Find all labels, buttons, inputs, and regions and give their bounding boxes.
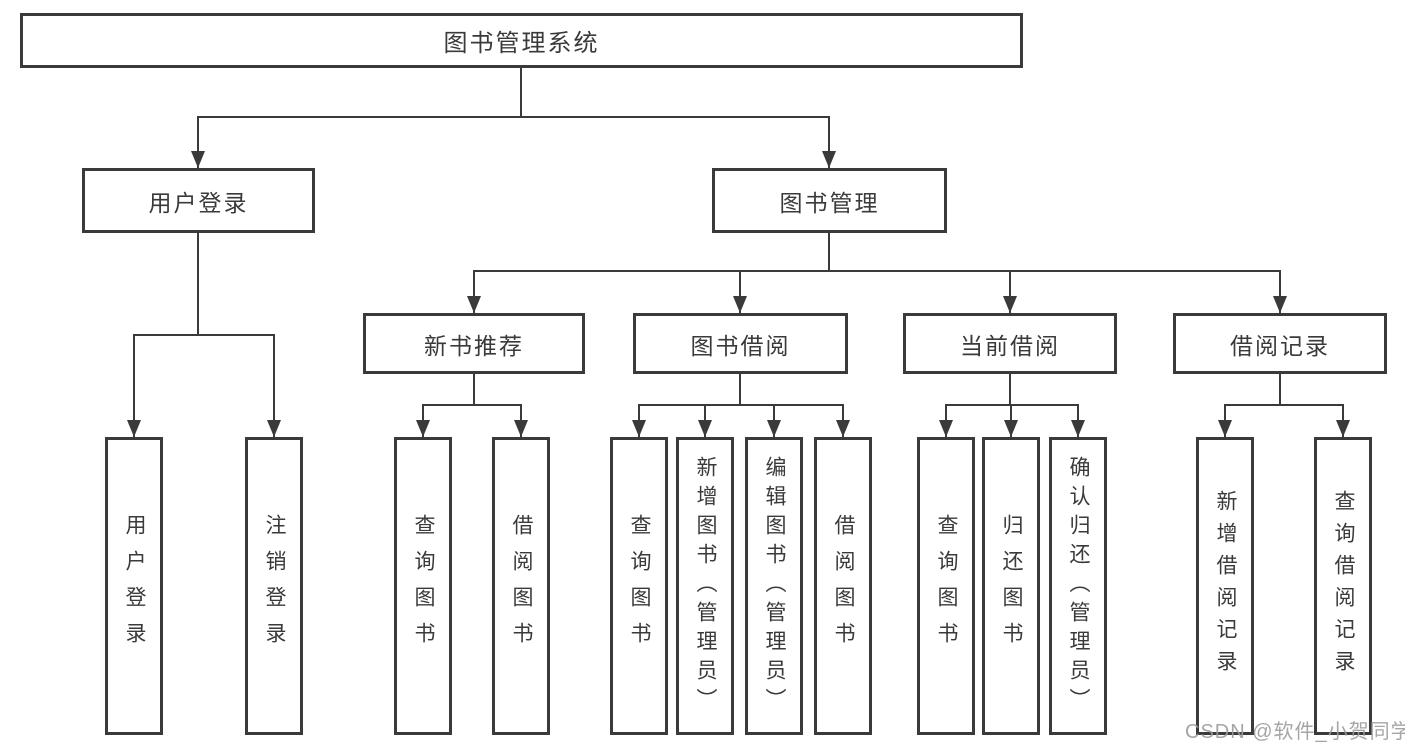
leaf-cb-query-books: 查询图书 [917,437,975,735]
leaf-logout: 注销登录 [245,437,303,735]
leaf-nb-query-books: 查询图书 [394,437,452,735]
connector-line [133,334,275,336]
arrow-down-icon [467,296,481,313]
node-user-login: 用户登录 [82,168,315,233]
connector-line [945,404,1079,406]
leaf-bb-add-books-admin: 新增图书（管理员） [676,437,734,735]
watermark: CSDN @软件_小贺同学 [1185,721,1405,743]
arrow-down-icon [767,420,781,437]
arrow-down-icon [1004,420,1018,437]
node-new-book-rec: 新书推荐 [363,313,585,374]
arrow-down-icon [939,420,953,437]
connector-line [828,233,830,271]
leaf-bb-query-books: 查询图书 [610,437,668,735]
arrow-down-icon [191,151,205,168]
connector-line [520,68,522,117]
connector-line [739,271,741,313]
arrow-down-icon [1003,296,1017,313]
leaf-user-login: 用户登录 [105,437,163,735]
leaf-nb-borrow-books: 借阅图书 [492,437,550,735]
connector-line [197,233,199,335]
connector-line [422,404,522,406]
connector-line [1279,374,1281,405]
leaf-br-query-record: 查询借阅记录 [1314,437,1372,735]
node-book-mgmt: 图书管理 [712,168,947,233]
arrow-down-icon [1273,296,1287,313]
leaf-cb-return-books: 归还图书 [982,437,1040,735]
node-book-borrow: 图书借阅 [633,313,848,374]
connector-line [828,117,830,168]
arrow-down-icon [514,420,528,437]
arrow-down-icon [822,151,836,168]
arrow-down-icon [1071,420,1085,437]
connector-line [197,116,830,118]
arrow-down-icon [267,420,281,437]
connector-line [1009,374,1011,405]
arrow-down-icon [1336,420,1350,437]
connector-line [273,335,275,437]
arrow-down-icon [836,420,850,437]
node-current-borrow: 当前借阅 [903,313,1117,374]
connector-line [739,374,741,405]
node-root: 图书管理系统 [20,13,1023,68]
arrow-down-icon [698,420,712,437]
connector-line [1279,271,1281,313]
arrow-down-icon [127,420,141,437]
node-borrow-records: 借阅记录 [1173,313,1387,374]
connector-line [638,404,844,406]
connector-line [1224,404,1344,406]
connector-line [473,271,475,313]
leaf-cb-confirm-return-admin: 确认归还（管理员） [1049,437,1107,735]
connector-line [133,335,135,437]
arrow-down-icon [416,420,430,437]
leaf-bb-borrow-books: 借阅图书 [814,437,872,735]
connector-line [473,374,475,405]
arrow-down-icon [1218,420,1232,437]
leaf-bb-edit-books-admin: 编辑图书（管理员） [745,437,803,735]
arrow-down-icon [632,420,646,437]
connector-line [197,117,199,168]
arrow-down-icon [733,296,747,313]
connector-line [473,270,1281,272]
leaf-br-add-record: 新增借阅记录 [1196,437,1254,735]
connector-line [1009,271,1011,313]
